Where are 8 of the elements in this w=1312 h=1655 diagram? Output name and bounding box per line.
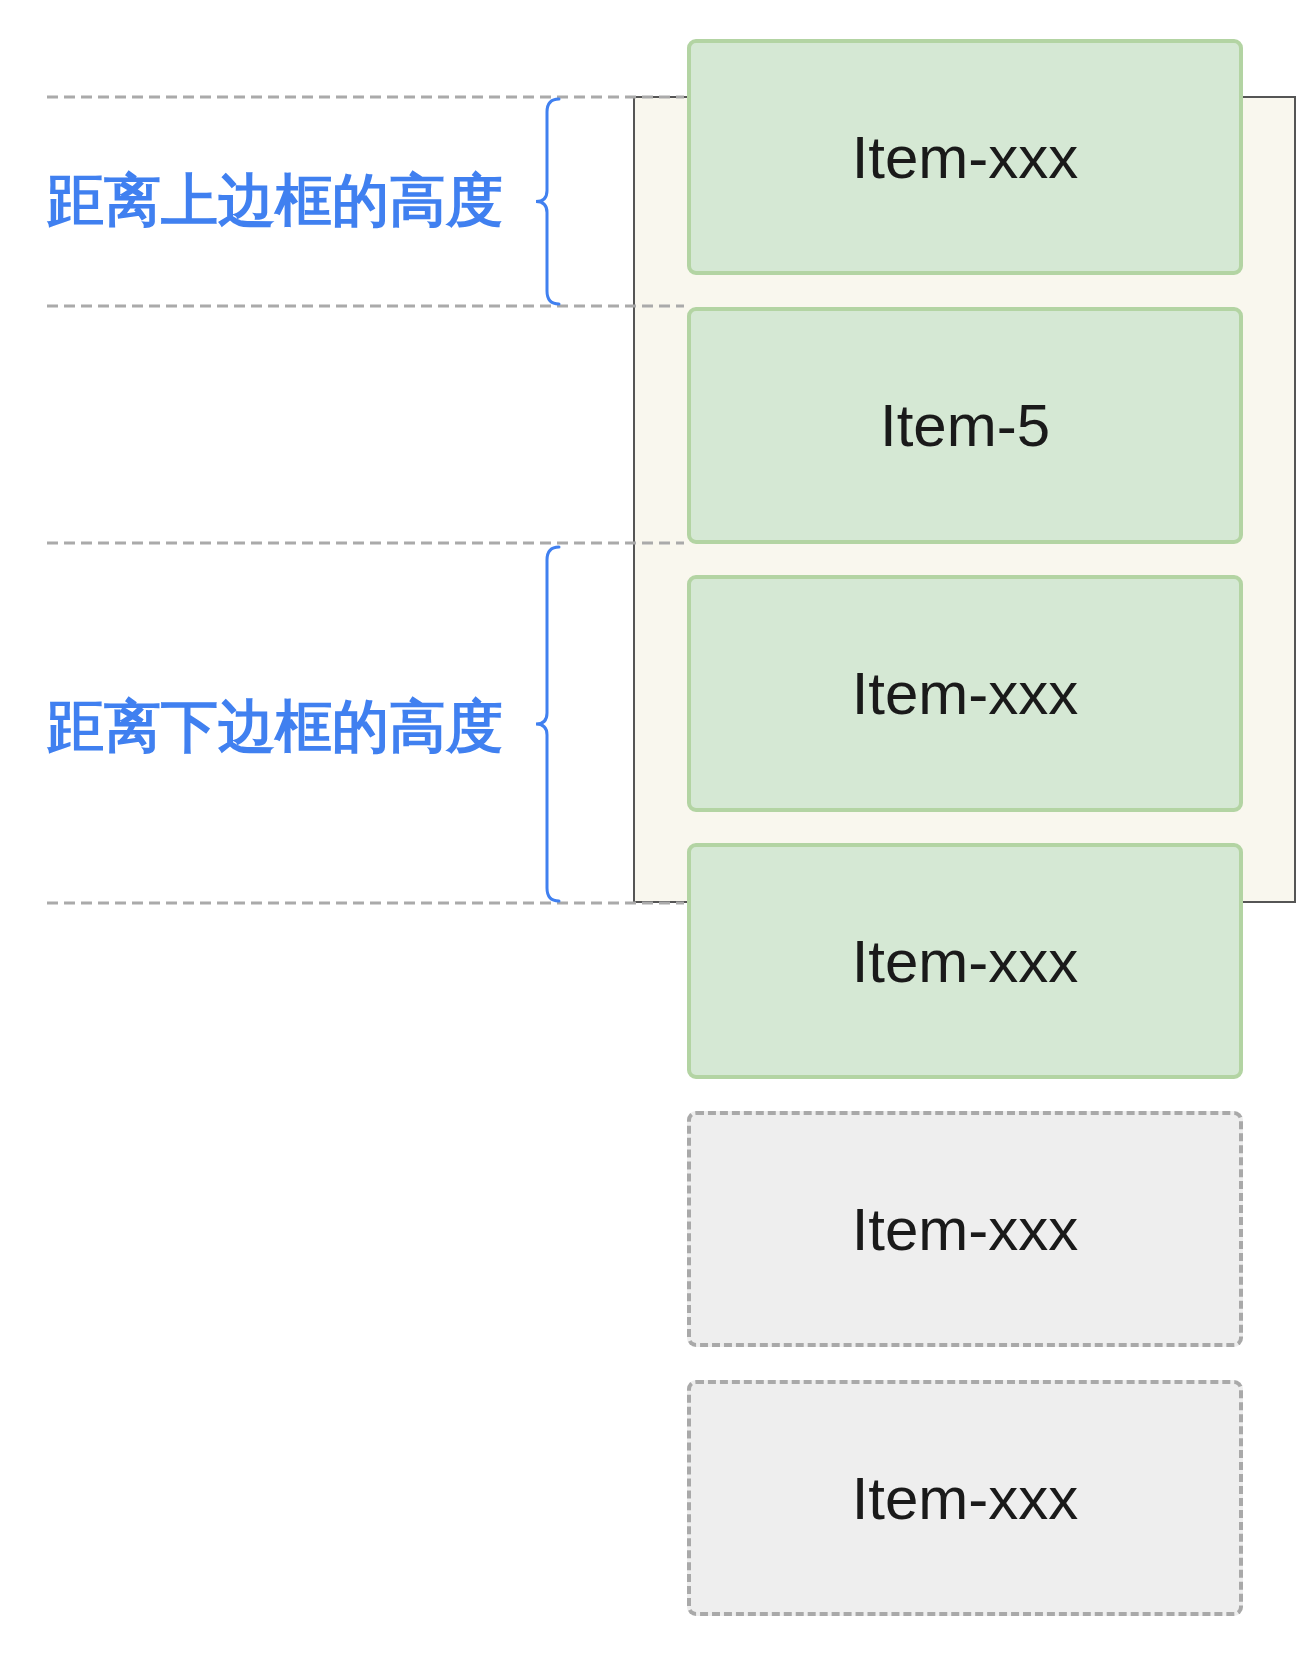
list-item-card: Item-xxx — [687, 575, 1243, 812]
dimension-label: 距离上边框的高度 — [47, 166, 503, 234]
list-item-card: Item-xxx — [687, 39, 1243, 275]
dashed-item-card: Item-xxx — [687, 1111, 1243, 1347]
dimension-label: 距离下边框的高度 — [47, 692, 503, 760]
list-item-card: Item-5 — [687, 307, 1243, 544]
list-item-card: Item-xxx — [687, 843, 1243, 1079]
dashed-item-card: Item-xxx — [687, 1380, 1243, 1616]
